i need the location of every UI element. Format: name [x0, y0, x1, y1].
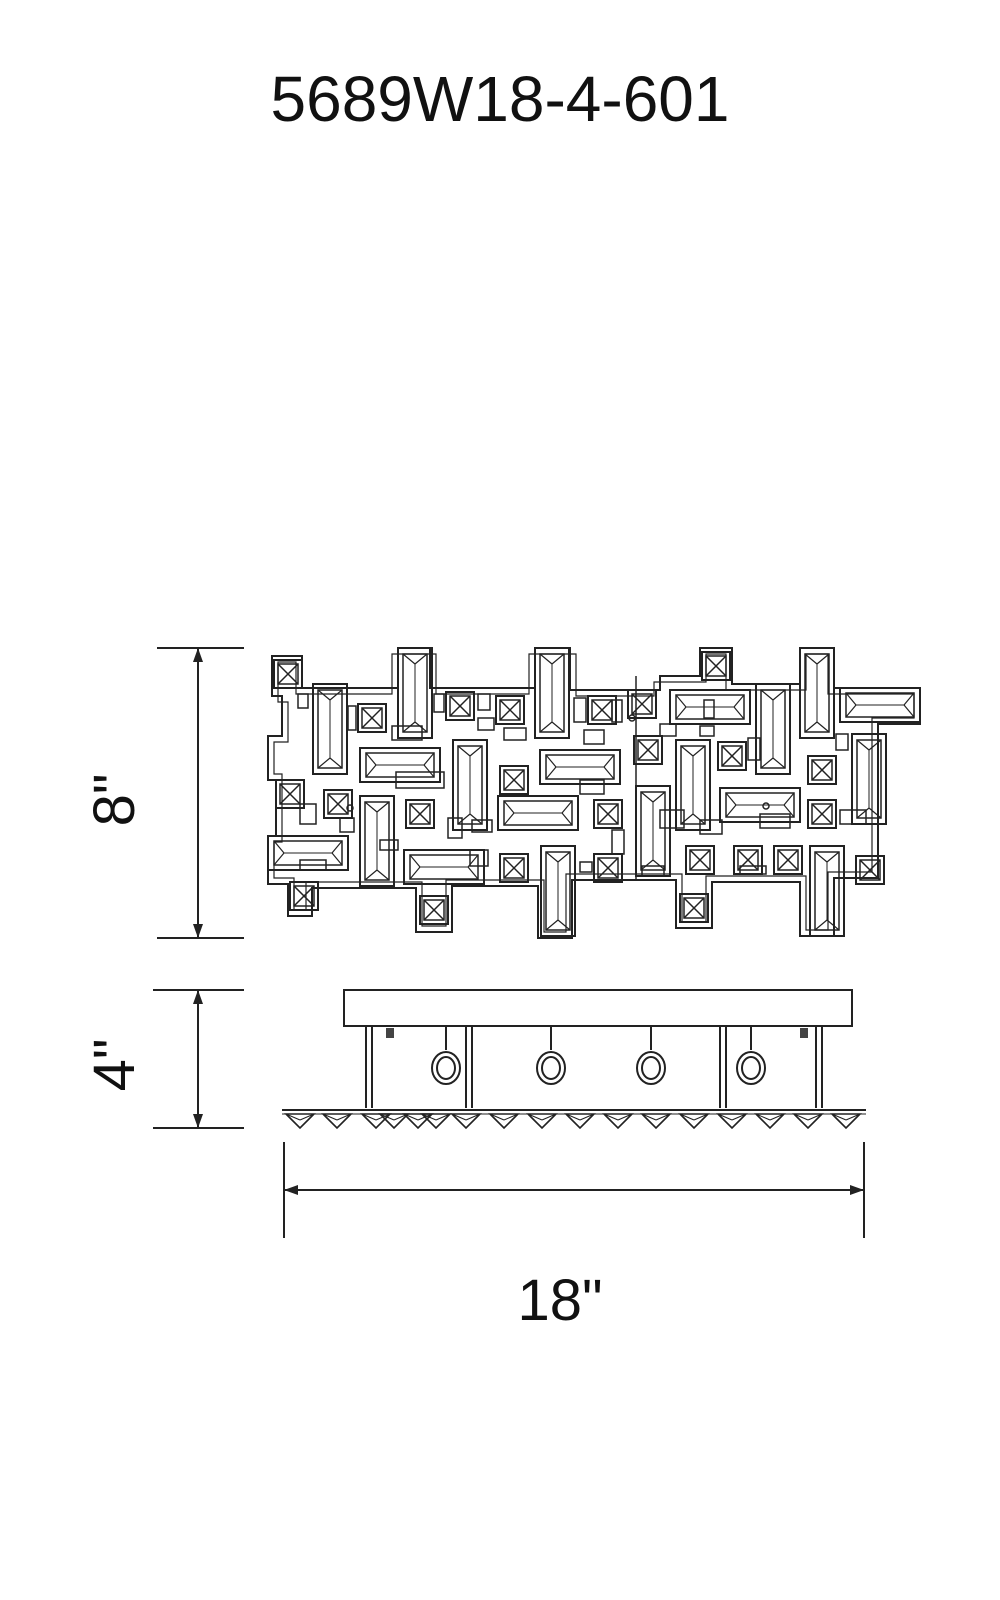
product-model-title: 5689W18-4-601	[270, 63, 730, 135]
side-view	[282, 989, 866, 1129]
crystal-vertical	[755, 683, 791, 775]
front-view-panel	[267, 647, 921, 939]
height-dimension	[157, 647, 244, 939]
crystal-square	[807, 799, 837, 829]
crystal-horizontal	[267, 835, 349, 871]
depth-label: 4"	[82, 1039, 147, 1092]
crystal-square	[499, 853, 529, 883]
crystal-horizontal	[403, 849, 485, 885]
crystal-vertical	[397, 647, 433, 739]
crystal-square	[807, 755, 837, 785]
width-label: 18"	[517, 1268, 602, 1333]
crystal-square	[323, 789, 353, 819]
crystal-square	[593, 853, 623, 883]
crystal-vertical	[359, 795, 395, 887]
crystal-square	[679, 893, 709, 923]
canopy	[343, 989, 853, 1027]
crystal-vertical	[635, 785, 671, 877]
crystal-square	[855, 855, 885, 885]
crystal-square	[405, 799, 435, 829]
crystal-vertical	[809, 845, 845, 937]
crystal-vertical	[312, 683, 348, 775]
crystal-square	[499, 765, 529, 795]
crystal-vertical	[452, 739, 488, 831]
crystal-square	[773, 845, 803, 875]
crystal-vertical	[675, 739, 711, 831]
crystal-square	[717, 741, 747, 771]
crystal-square	[627, 689, 657, 719]
crystal-vertical	[540, 845, 576, 937]
crystal-square	[685, 845, 715, 875]
crystal-square	[701, 651, 731, 681]
crystal-horizontal	[839, 687, 921, 723]
crystal-horizontal	[539, 749, 621, 785]
depth-dimension	[153, 989, 244, 1129]
crystal-horizontal	[497, 795, 579, 831]
crystal-square	[495, 695, 525, 725]
crystal-square	[289, 881, 319, 911]
crystal-square	[273, 659, 303, 689]
crystal-square	[733, 845, 763, 875]
crystal-square	[445, 691, 475, 721]
crystal-square	[357, 703, 387, 733]
crystal-square	[593, 799, 623, 829]
width-dimension	[283, 1142, 865, 1238]
crystal-vertical	[534, 647, 570, 739]
crystal-vertical	[799, 647, 835, 739]
crystal-horizontal	[359, 747, 441, 783]
crystal-horizontal	[669, 689, 751, 725]
height-label: 8"	[82, 774, 147, 827]
crystal-square	[419, 895, 449, 925]
crystal-square	[633, 735, 663, 765]
